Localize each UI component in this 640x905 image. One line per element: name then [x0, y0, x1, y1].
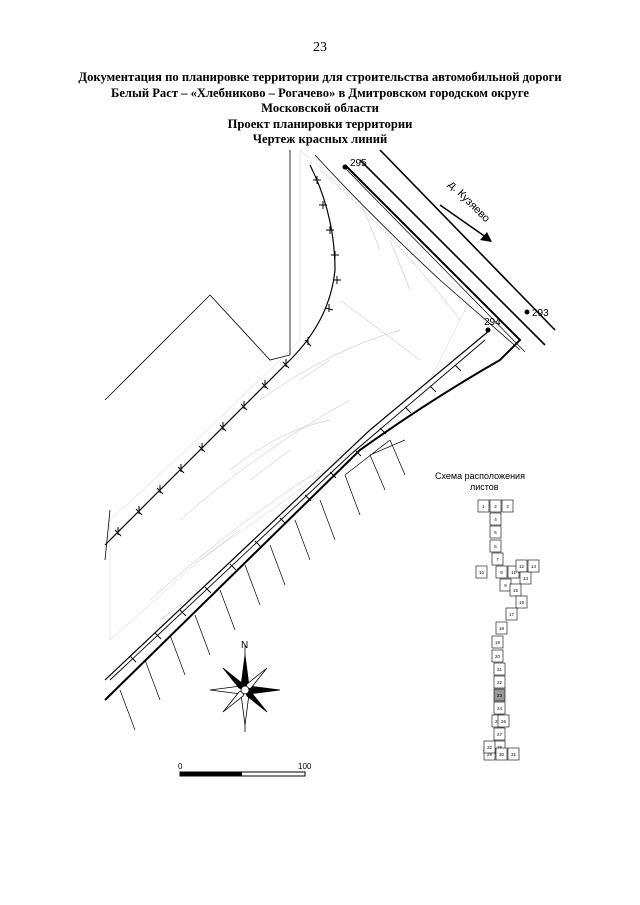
- sheet-box: [483, 740, 496, 754]
- sheet-box: [527, 559, 540, 573]
- compass-north-label: N: [241, 640, 248, 651]
- sheet-number: 15: [513, 588, 519, 593]
- sheet-box: [489, 525, 502, 539]
- sheet-number: 31: [511, 752, 517, 757]
- sheet-box: [495, 621, 508, 635]
- sheet-number: 28: [497, 745, 503, 750]
- building-line: [104, 164, 486, 681]
- point-294: [485, 327, 491, 333]
- sheet-number: 16: [519, 600, 525, 605]
- sheet-number: 32: [487, 745, 493, 750]
- sheet-number: 11: [511, 570, 516, 575]
- parcel-lines: [119, 439, 406, 731]
- sheet-number: 2: [494, 504, 497, 509]
- point-293: [524, 309, 530, 315]
- sheet-number: 22: [497, 680, 503, 685]
- sheet-box: [475, 565, 488, 579]
- sheet-box: [493, 701, 506, 715]
- sheet-box: [515, 595, 528, 609]
- sheet-box: [493, 688, 506, 702]
- sheet-box: [497, 714, 510, 728]
- point-label-295: 295: [350, 158, 367, 169]
- inset-title-line: листов: [470, 482, 499, 492]
- sheet-box: [509, 583, 522, 597]
- sheet-number: 21: [497, 667, 503, 672]
- title-line: Белый Раст – «Хлебниково – Рогачево» в Д…: [111, 85, 529, 100]
- title-line: Проект планировки территории: [227, 116, 413, 131]
- page-number: 23: [313, 40, 327, 55]
- sheet-number: 20: [495, 654, 501, 659]
- sheet-number: 5: [494, 530, 497, 535]
- sheet-number: 4: [494, 517, 497, 522]
- sheet-box: [489, 539, 502, 553]
- main-road: [344, 149, 556, 353]
- sheet-number: 9: [504, 583, 507, 588]
- sheet-box: [477, 499, 490, 513]
- sheet-number: 1: [482, 504, 485, 509]
- sheet-box: [489, 499, 502, 513]
- sheet-number: 6: [494, 544, 497, 549]
- sheet-number: 14: [531, 564, 537, 569]
- sheet-box: [507, 747, 520, 761]
- point-295: [342, 164, 348, 170]
- document-title: Документация по планировке территории дл…: [40, 70, 600, 148]
- terrain-texture: [109, 149, 471, 641]
- title-line: Московской области: [261, 101, 379, 115]
- sheet-number: 29: [487, 752, 493, 757]
- sheet-box: [493, 662, 506, 676]
- sheet-box: [493, 727, 506, 741]
- sheet-box: [495, 747, 508, 761]
- sheet-box: [491, 552, 504, 566]
- red-line: [104, 164, 522, 701]
- sheet-box: [491, 649, 504, 663]
- sheet-box: [501, 499, 514, 513]
- sheet-number: 7: [496, 557, 499, 562]
- point-label-294: 294: [484, 317, 501, 328]
- sheet-number: 27: [497, 732, 503, 737]
- scale-end-label: 100: [298, 762, 312, 771]
- road-label: д. Кузяево: [446, 179, 492, 225]
- compass-rose-icon: [209, 645, 281, 732]
- sheet-number: 30: [499, 752, 505, 757]
- title-line: Документация по планировке территории дл…: [78, 70, 562, 84]
- sheet-box: [495, 565, 508, 579]
- sheet-number: 8: [500, 570, 503, 575]
- sheet-number: 12: [519, 564, 525, 569]
- sheet-number: 13: [523, 576, 529, 581]
- sheet-box: [489, 512, 502, 526]
- sheet-number: 26: [501, 719, 507, 724]
- title-line: Чертеж красных линий: [252, 132, 388, 146]
- sheet-box: [505, 607, 518, 621]
- sheet-number: 10: [479, 570, 485, 575]
- sheet-number: 24: [497, 706, 503, 711]
- sheet-box: [519, 571, 532, 585]
- direction-arrow-icon: [439, 204, 492, 242]
- sheet-number: 3: [506, 504, 509, 509]
- scale-start-label: 0: [178, 762, 183, 771]
- scale-bar: [179, 771, 306, 777]
- sheet-box: [491, 635, 504, 649]
- point-label-293: 293: [532, 308, 549, 319]
- sheet-number: 18: [499, 626, 505, 631]
- inset-title-line: Схема расположения: [435, 471, 525, 481]
- sheet-box: [493, 675, 506, 689]
- point-markers: [342, 164, 530, 333]
- sheet-number: 17: [509, 612, 515, 617]
- boundary-lines: [104, 150, 521, 561]
- sheet-number: 19: [495, 640, 501, 645]
- sheet-number: 23: [497, 693, 503, 698]
